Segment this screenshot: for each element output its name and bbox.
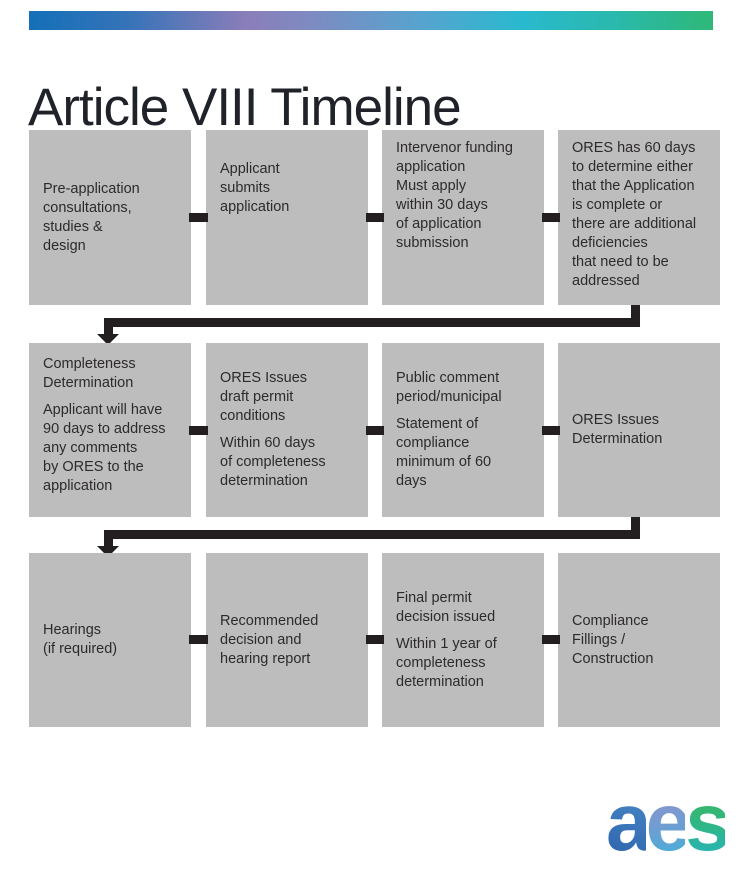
step-text: Compliance Fillings / Construction [572,612,654,667]
step-completeness-determination: Completeness Determination Applicant wil… [29,343,191,517]
step-draft-permit-conditions: ORES Issues draft permit conditions With… [206,343,368,517]
step-text: Pre-application consultations, studies &… [43,180,140,254]
step-applicant-submits: Applicant submits application [206,130,368,305]
step-intervenor-funding: Intervenor funding application Must appl… [382,130,544,305]
connector-line [366,426,384,435]
connector-line [104,530,640,539]
connector-line [631,305,640,327]
step-text: ORES has 60 days to determine either tha… [572,140,697,289]
connector-line [189,213,208,222]
step-text: Hearings (if required) [43,622,118,657]
step-text: Applicant submits application [220,161,290,215]
step-text: Statement of compliance minimum of 60 da… [396,416,492,489]
connector-line [542,635,560,644]
connector-line [366,635,384,644]
step-text: Public comment period/municipal [396,370,502,405]
step-compliance-construction: Compliance Fillings / Construction [558,553,720,727]
connector-line [104,530,113,546]
logo-letter: s [685,777,731,868]
step-text: Applicant will have 90 days to address a… [43,402,166,494]
connector-line [542,213,560,222]
step-pre-application: Pre-application consultations, studies &… [29,130,191,305]
step-text: Recommended decision and hearing report [220,612,319,667]
top-gradient-bar [29,11,713,30]
step-text: ORES Issues Determination [572,412,663,447]
connector-line [189,426,208,435]
step-recommended-decision: Recommended decision and hearing report [206,553,368,727]
step-text: Within 1 year of completeness determinat… [396,635,497,690]
connector-line [542,426,560,435]
logo-letter: a [606,777,652,868]
step-text: Within 60 days of completeness determina… [220,435,326,489]
step-ores-60-days: ORES has 60 days to determine either tha… [558,130,720,305]
step-text: ORES Issues draft permit conditions [220,370,308,424]
connector-line [104,318,640,327]
connector-line [189,635,208,644]
logo-letter: e [645,777,692,868]
step-final-permit-decision: Final permit decision issued Within 1 ye… [382,553,544,727]
connector-line [104,318,113,334]
arrow-down-icon [97,546,119,557]
step-text: Completeness Determination [43,356,136,391]
step-ores-issues-determination: ORES Issues Determination [558,343,720,517]
page-title: Article VIII Timeline [28,77,462,137]
step-text: Intervenor funding application Must appl… [396,140,513,251]
arrow-down-icon [97,334,119,345]
connector-line [631,517,640,539]
step-text: Final permit decision issued [396,589,496,625]
step-hearings: Hearings (if required) [29,553,191,727]
connector-line [366,213,384,222]
step-public-comment-period: Public comment period/municipal Statemen… [382,343,544,517]
aes-logo: aes [606,782,731,864]
